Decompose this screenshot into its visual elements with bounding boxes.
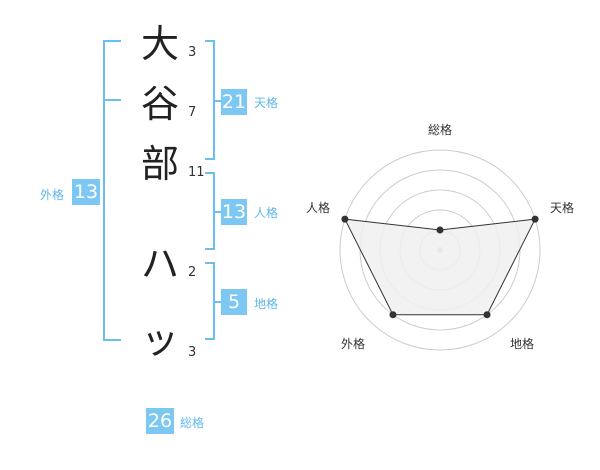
radar-axis-label-5: 人格 [306,200,330,215]
stroke-count-3: 11 [188,165,205,180]
name-char-3: 部 [140,142,179,186]
chikaku-connector [215,301,221,303]
radar-point-3 [483,311,491,319]
jinkaku-bracket [205,172,215,250]
stroke-count-4: 2 [188,265,197,280]
name-char-4: ハ [140,242,179,286]
tenkaku-value: 21 [221,89,247,115]
jinkaku-connector [215,211,221,213]
chikaku-bracket [205,262,215,340]
soukaku-label: 総格 [180,416,205,430]
radar-axis-label-2: 天格 [550,200,574,215]
gaikaku-tick-upper [103,99,121,101]
stroke-count-5: 3 [188,345,197,360]
stroke-count-2: 7 [188,105,197,120]
radar-point-5 [341,215,349,223]
jinkaku-value: 13 [221,199,247,225]
name-char-2: 谷 [140,82,179,126]
radar-point-1 [436,226,444,234]
radar-point-2 [531,215,539,223]
radar-grid-ring [339,149,541,351]
gaikaku-value: 13 [72,179,100,205]
radar-point-4 [389,311,397,319]
radar-axis-label-1: 総格 [428,122,452,137]
stroke-count-1: 3 [188,45,197,60]
tenkaku-label: 天格 [254,96,279,110]
name-char-5: ッ [140,318,179,362]
chikaku-value: 5 [221,289,247,315]
gaikaku-bracket [103,40,121,341]
jinkaku-label: 人格 [254,206,279,220]
name-char-1: 大 [140,22,179,66]
radar-axis-label-4: 外格 [341,336,365,351]
tenkaku-connector [215,100,221,102]
radar-axis-label-3: 地格 [510,336,534,351]
soukaku-value: 26 [146,408,174,434]
tenkaku-bracket [205,40,215,160]
chikaku-label: 地格 [254,297,279,311]
radar-series-polygon [344,218,536,316]
gaikaku-label: 外格 [40,188,65,202]
